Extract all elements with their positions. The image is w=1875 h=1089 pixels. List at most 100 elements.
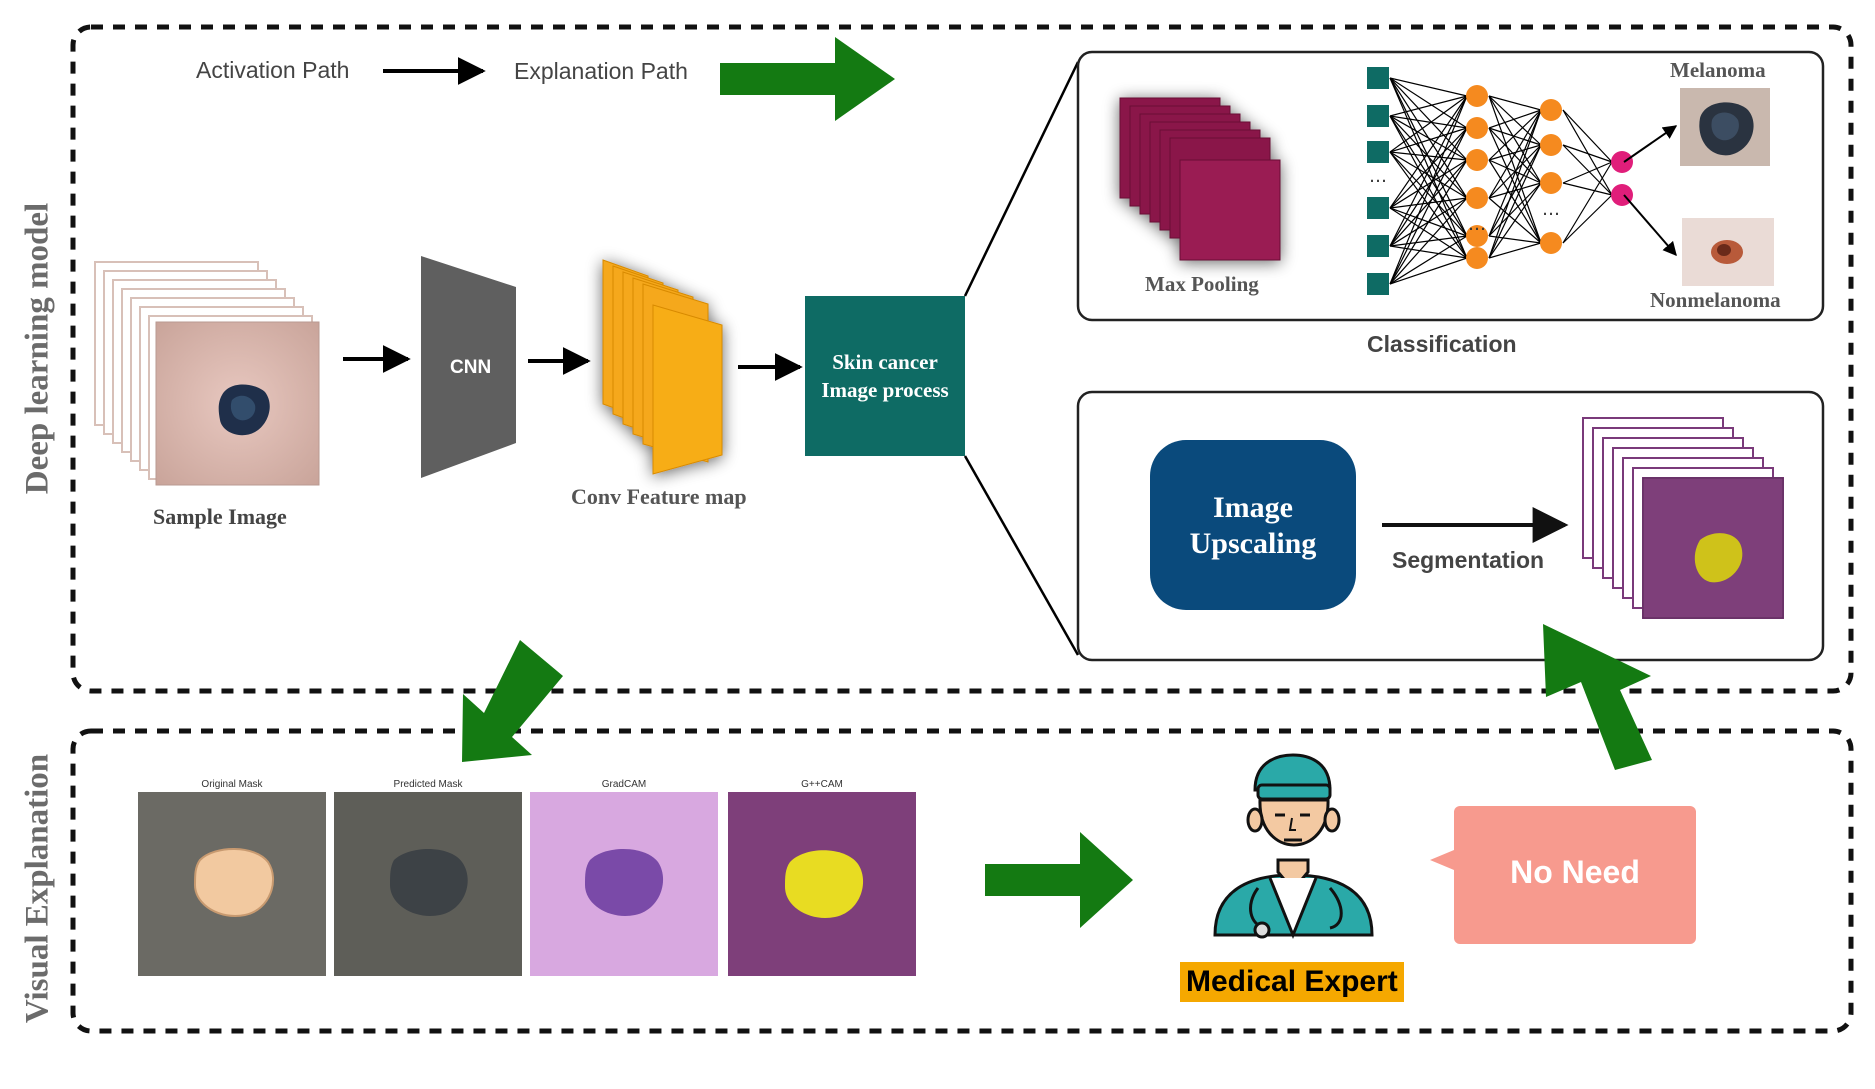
nn-input-node	[1367, 235, 1389, 257]
deep-learning-section-label: Deep learning model	[19, 202, 56, 495]
nonmelanoma-label: Nonmelanoma	[1650, 288, 1781, 312]
nn-hidden-node	[1466, 85, 1488, 107]
thumb-title-predicted-mask: Predicted Mask	[393, 779, 463, 790]
no-need-label: No Need	[1510, 854, 1640, 890]
nonmelanoma-thumbnail	[1682, 218, 1774, 286]
nn-edge	[1389, 235, 1468, 285]
nn-edge	[1562, 161, 1613, 244]
nn-edge	[1389, 245, 1468, 259]
neural-network: … … …	[1367, 67, 1633, 295]
arrow-to-melanoma	[1623, 125, 1678, 163]
image-upscaling-box	[1150, 440, 1356, 610]
nn-edge	[1488, 182, 1542, 237]
nn-edge	[1389, 159, 1468, 285]
explanation-arrow-to-expert	[985, 832, 1133, 928]
arrow-to-nonmelanoma	[1623, 194, 1677, 257]
nn-edge	[1562, 144, 1613, 196]
nn-hidden-node	[1540, 172, 1562, 194]
connector-to-segmentation	[963, 455, 1080, 656]
nn-edge	[1488, 144, 1542, 237]
nn-edge	[1389, 127, 1468, 153]
nn-ellipsis: …	[1369, 166, 1387, 187]
nn-edge	[1389, 77, 1468, 161]
nn-edge	[1389, 77, 1468, 97]
melanoma-thumbnail	[1680, 88, 1770, 166]
visual-explanation-section-label: Visual Explanation	[19, 753, 56, 1024]
nn-input-node	[1367, 105, 1389, 127]
nn-hidden-node	[1466, 225, 1488, 247]
nn-edge	[1562, 182, 1613, 196]
sample-image-stack	[94, 261, 320, 486]
upscaling-label-line1: Image	[1213, 491, 1293, 524]
nn-edge	[1389, 77, 1468, 129]
no-need-bubble	[1430, 806, 1696, 944]
nn-edge	[1389, 115, 1468, 237]
nn-edge	[1389, 127, 1468, 285]
nn-edge	[1488, 182, 1542, 259]
upscaling-label: Image Upscaling	[1150, 490, 1356, 562]
thumb-gppcam	[728, 792, 916, 976]
thumb-title-gppcam: G++CAM	[801, 779, 843, 790]
nn-edge	[1389, 95, 1468, 209]
nn-edge	[1488, 127, 1542, 184]
max-pooling-label: Max Pooling	[1145, 272, 1259, 296]
nn-edge	[1389, 95, 1468, 285]
nn-edge	[1389, 151, 1468, 161]
process-label-line2: Image process	[821, 378, 949, 402]
nn-edge	[1389, 95, 1468, 117]
nn-input-node	[1367, 141, 1389, 163]
nn-edge	[1488, 235, 1542, 244]
max-pooling-stack	[1119, 97, 1281, 261]
nn-input-node	[1367, 197, 1389, 219]
nn-hidden-node	[1466, 247, 1488, 269]
thumb-title-original-mask: Original Mask	[201, 779, 263, 790]
legend-explanation-label: Explanation Path	[514, 58, 688, 84]
nn-edge	[1488, 109, 1542, 237]
nn-edge	[1562, 161, 1613, 184]
nn-hidden-node	[1540, 232, 1562, 254]
segmentation-output-stack	[1582, 417, 1784, 619]
nn-edge	[1488, 144, 1542, 161]
nn-edge	[1488, 109, 1542, 259]
nn-input-node	[1367, 67, 1389, 89]
process-label-line1: Skin cancer	[832, 350, 938, 374]
nn-hidden-node	[1540, 134, 1562, 156]
nn-edge	[1389, 115, 1468, 199]
explanation-arrow-up-left	[1543, 624, 1652, 770]
feature-map-stack	[602, 259, 723, 475]
nn-hidden-node	[1540, 99, 1562, 121]
nn-hidden-node	[1466, 187, 1488, 209]
nn-edge	[1562, 194, 1613, 244]
nn-edge	[1488, 144, 1542, 259]
melanoma-label: Melanoma	[1670, 58, 1766, 82]
upscaling-label-line2: Upscaling	[1189, 527, 1317, 560]
nn-edge	[1562, 109, 1613, 196]
nn-edge	[1488, 95, 1542, 146]
nn-edge	[1389, 127, 1468, 247]
nn-edge	[1488, 109, 1542, 199]
nn-edge	[1389, 95, 1468, 153]
nn-edge	[1488, 95, 1542, 111]
nn-edge	[1562, 109, 1613, 163]
nn-output-node	[1611, 151, 1633, 173]
nn-edge	[1389, 159, 1468, 209]
nn-ellipsis: …	[1468, 214, 1486, 235]
nn-edge	[1389, 95, 1468, 247]
connector-to-classification	[963, 61, 1080, 297]
nn-edge	[1488, 242, 1542, 259]
explanation-arrow-down-left	[462, 640, 563, 762]
deep-learning-frame	[70, 24, 1854, 694]
thumb-original-mask	[138, 792, 326, 976]
medical-expert-label: Medical Expert	[1180, 962, 1404, 1002]
nn-ellipsis: …	[1542, 199, 1560, 220]
classification-title: Classification	[1367, 331, 1517, 357]
cnn-block	[421, 256, 516, 478]
nn-hidden-node	[1466, 117, 1488, 139]
nn-edge	[1488, 127, 1542, 146]
nn-edge	[1389, 127, 1468, 209]
nn-edge	[1488, 95, 1542, 184]
thumb-predicted-mask	[334, 792, 522, 976]
nn-edge	[1488, 95, 1542, 244]
skin-cancer-process-box	[805, 296, 965, 456]
visual-explanation-frame	[70, 728, 1854, 1034]
